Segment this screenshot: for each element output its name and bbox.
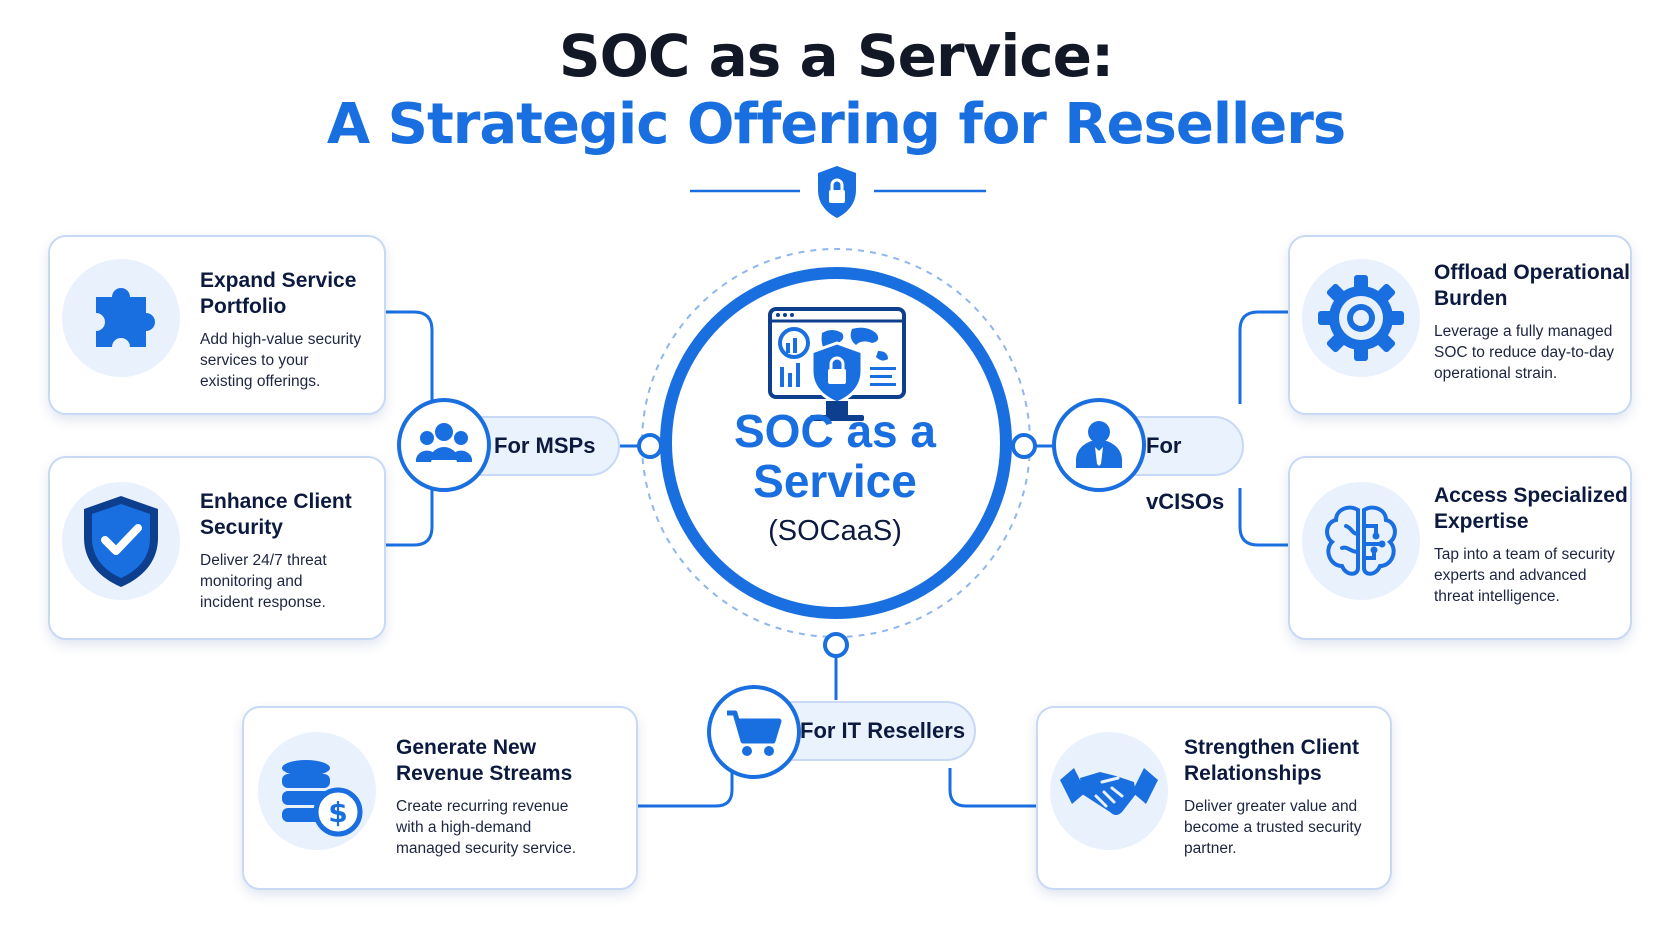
users-group-icon: [397, 398, 491, 492]
card-generate-new-revenue-streams: $ Generate New Revenue Streams Create re…: [242, 706, 638, 890]
coins-dollar-icon: $: [258, 732, 376, 850]
card-body-line1: Tap into a team of security: [1434, 546, 1615, 563]
gear-icon: [1302, 259, 1420, 377]
card-body-line1: Add high-value security: [200, 331, 362, 348]
pill-label: For MSPs: [494, 433, 596, 458]
pill-label: For vCISOs: [1146, 433, 1225, 514]
card-access-specialized-expertise: Access Specialized Expertise Tap into a …: [1288, 456, 1632, 640]
card-title-line2: Revenue Streams: [396, 762, 573, 785]
card-body-line2: with a high-demand: [396, 819, 532, 836]
card-title-line2: Burden: [1434, 287, 1508, 310]
card-body-line2: SOC to reduce day-to-day: [1434, 344, 1615, 361]
puzzle-piece-icon: [62, 259, 180, 377]
shield-check-icon: [62, 482, 180, 600]
card-title-line1: Enhance Client: [200, 490, 352, 513]
business-person-icon: [1052, 398, 1146, 492]
card-body-line2: monitoring and: [200, 573, 303, 590]
card-expand-service-portfolio: Expand Service Portfolio Add high-value …: [48, 235, 386, 415]
shopping-cart-icon: [707, 685, 801, 779]
card-title-line2: Relationships: [1184, 762, 1322, 785]
card-body-line2: become a trusted security: [1184, 819, 1362, 836]
center-abbr: (SOCaaS): [768, 515, 902, 547]
card-title-line2: Portfolio: [200, 295, 287, 318]
card-body-line3: incident response.: [200, 594, 326, 611]
card-offload-operational-burden: Offload Operational Burden Leverage a fu…: [1288, 235, 1632, 415]
card-title-line2: Security: [200, 516, 283, 539]
card-title-line1: Strengthen Client: [1184, 736, 1360, 759]
card-title-line1: Access Specialized: [1434, 484, 1628, 507]
card-body-line3: threat intelligence.: [1434, 588, 1560, 605]
card-body-line3: existing offerings.: [200, 373, 321, 390]
pill-label: For IT Resellers: [800, 718, 966, 743]
card-title-line1: Expand Service: [200, 269, 357, 292]
brain-circuit-icon: [1302, 482, 1420, 600]
card-enhance-client-security: Enhance Client Security Deliver 24/7 thr…: [48, 456, 386, 640]
handshake-icon: [1050, 732, 1168, 850]
card-body-line3: partner.: [1184, 840, 1237, 857]
card-title-line1: Offload Operational: [1434, 261, 1631, 284]
center-title-line1: SOC as a: [734, 405, 936, 457]
svg-text:$: $: [328, 796, 347, 829]
page-subtitle: A Strategic Offering for Resellers: [326, 92, 1346, 157]
card-strengthen-client-relationships: Strengthen Client Relationships Deliver …: [1036, 706, 1392, 890]
shield-lock-icon: [814, 164, 860, 220]
card-body-line1: Deliver greater value and: [1184, 798, 1358, 815]
card-body-line1: Deliver 24/7 threat: [200, 552, 327, 569]
card-title-line2: Expertise: [1434, 510, 1529, 533]
page-title: SOC as a Service:: [558, 22, 1114, 90]
card-body-line1: Create recurring revenue: [396, 798, 569, 815]
card-title-line1: Generate New: [396, 736, 537, 759]
card-body-line1: Leverage a fully managed: [1434, 323, 1613, 340]
card-body-line2: services to your: [200, 352, 309, 369]
card-body-line3: operational strain.: [1434, 365, 1558, 382]
card-body-line2: experts and advanced: [1434, 567, 1587, 584]
card-body-line3: managed security service.: [396, 840, 577, 857]
monitor-shield-icon: [766, 305, 908, 429]
center-title-line2: Service: [753, 455, 917, 507]
